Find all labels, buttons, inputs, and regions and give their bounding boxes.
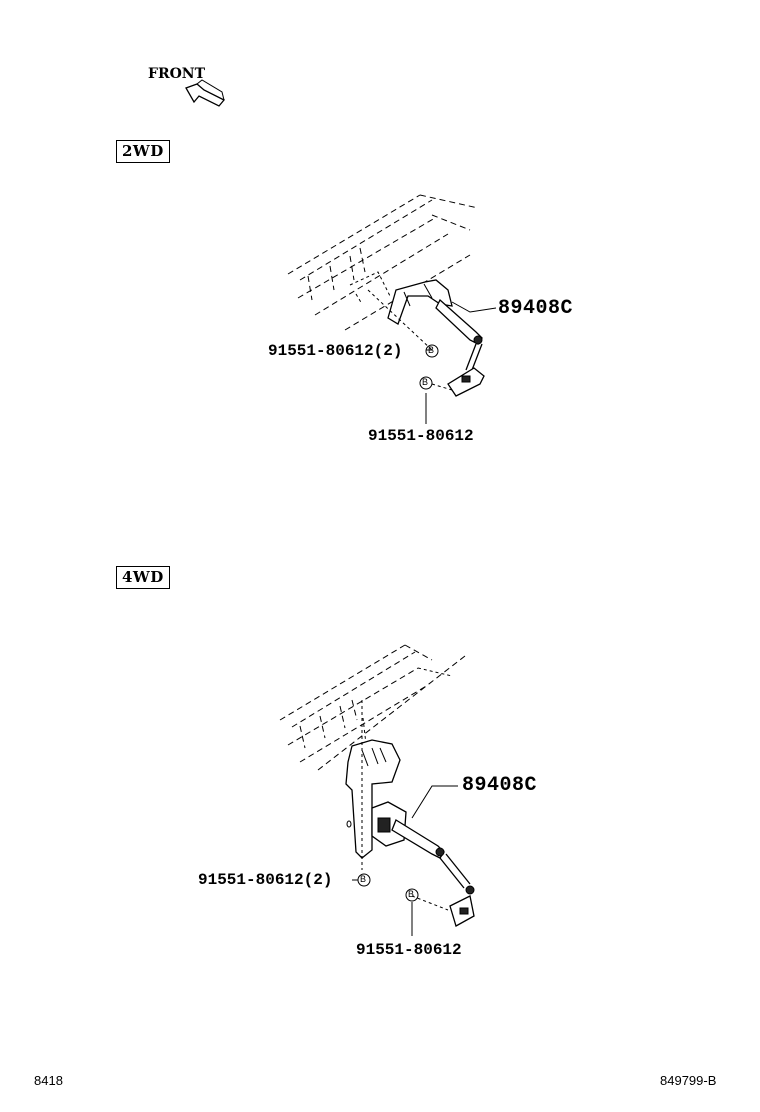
part-number-main-2wd: 89408C [498,297,574,320]
frame-4wd [279,644,466,771]
bolt-marker-label-2wd-multi: B [428,345,435,355]
variant-badge-2wd: 2WD [116,140,170,163]
bolt-marker-4wd-single [405,888,419,902]
bolt-part-number-multi-2wd: 91551-80612(2) [268,342,403,360]
bolt-part-number-multi-4wd: 91551-80612(2) [198,871,333,889]
footer-left-code: 8418 [34,1073,63,1088]
bolt-marker-label-2wd-single: B [422,377,429,387]
footer-right-code: 849799-B [660,1073,717,1088]
bolt-part-number-single-4wd: 91551-80612 [356,941,462,959]
bolt-marker-label-4wd-multi: B [360,874,367,884]
bolt-marker-2wd-single [419,376,433,390]
height-sensor-4wd [345,700,475,936]
front-arrow-icon [185,79,226,107]
bolt-marker-2wd-multi [425,344,439,358]
part-number-main-4wd: 89408C [462,774,538,797]
front-label: FRONT [148,66,205,82]
bolt-marker-4wd-multi [357,873,371,887]
variant-badge-4wd: 4WD [116,566,170,589]
bolt-part-number-single-2wd: 91551-80612 [368,427,474,445]
height-sensor-2wd [367,279,497,424]
bolt-marker-label-4wd-single: B [408,889,415,899]
